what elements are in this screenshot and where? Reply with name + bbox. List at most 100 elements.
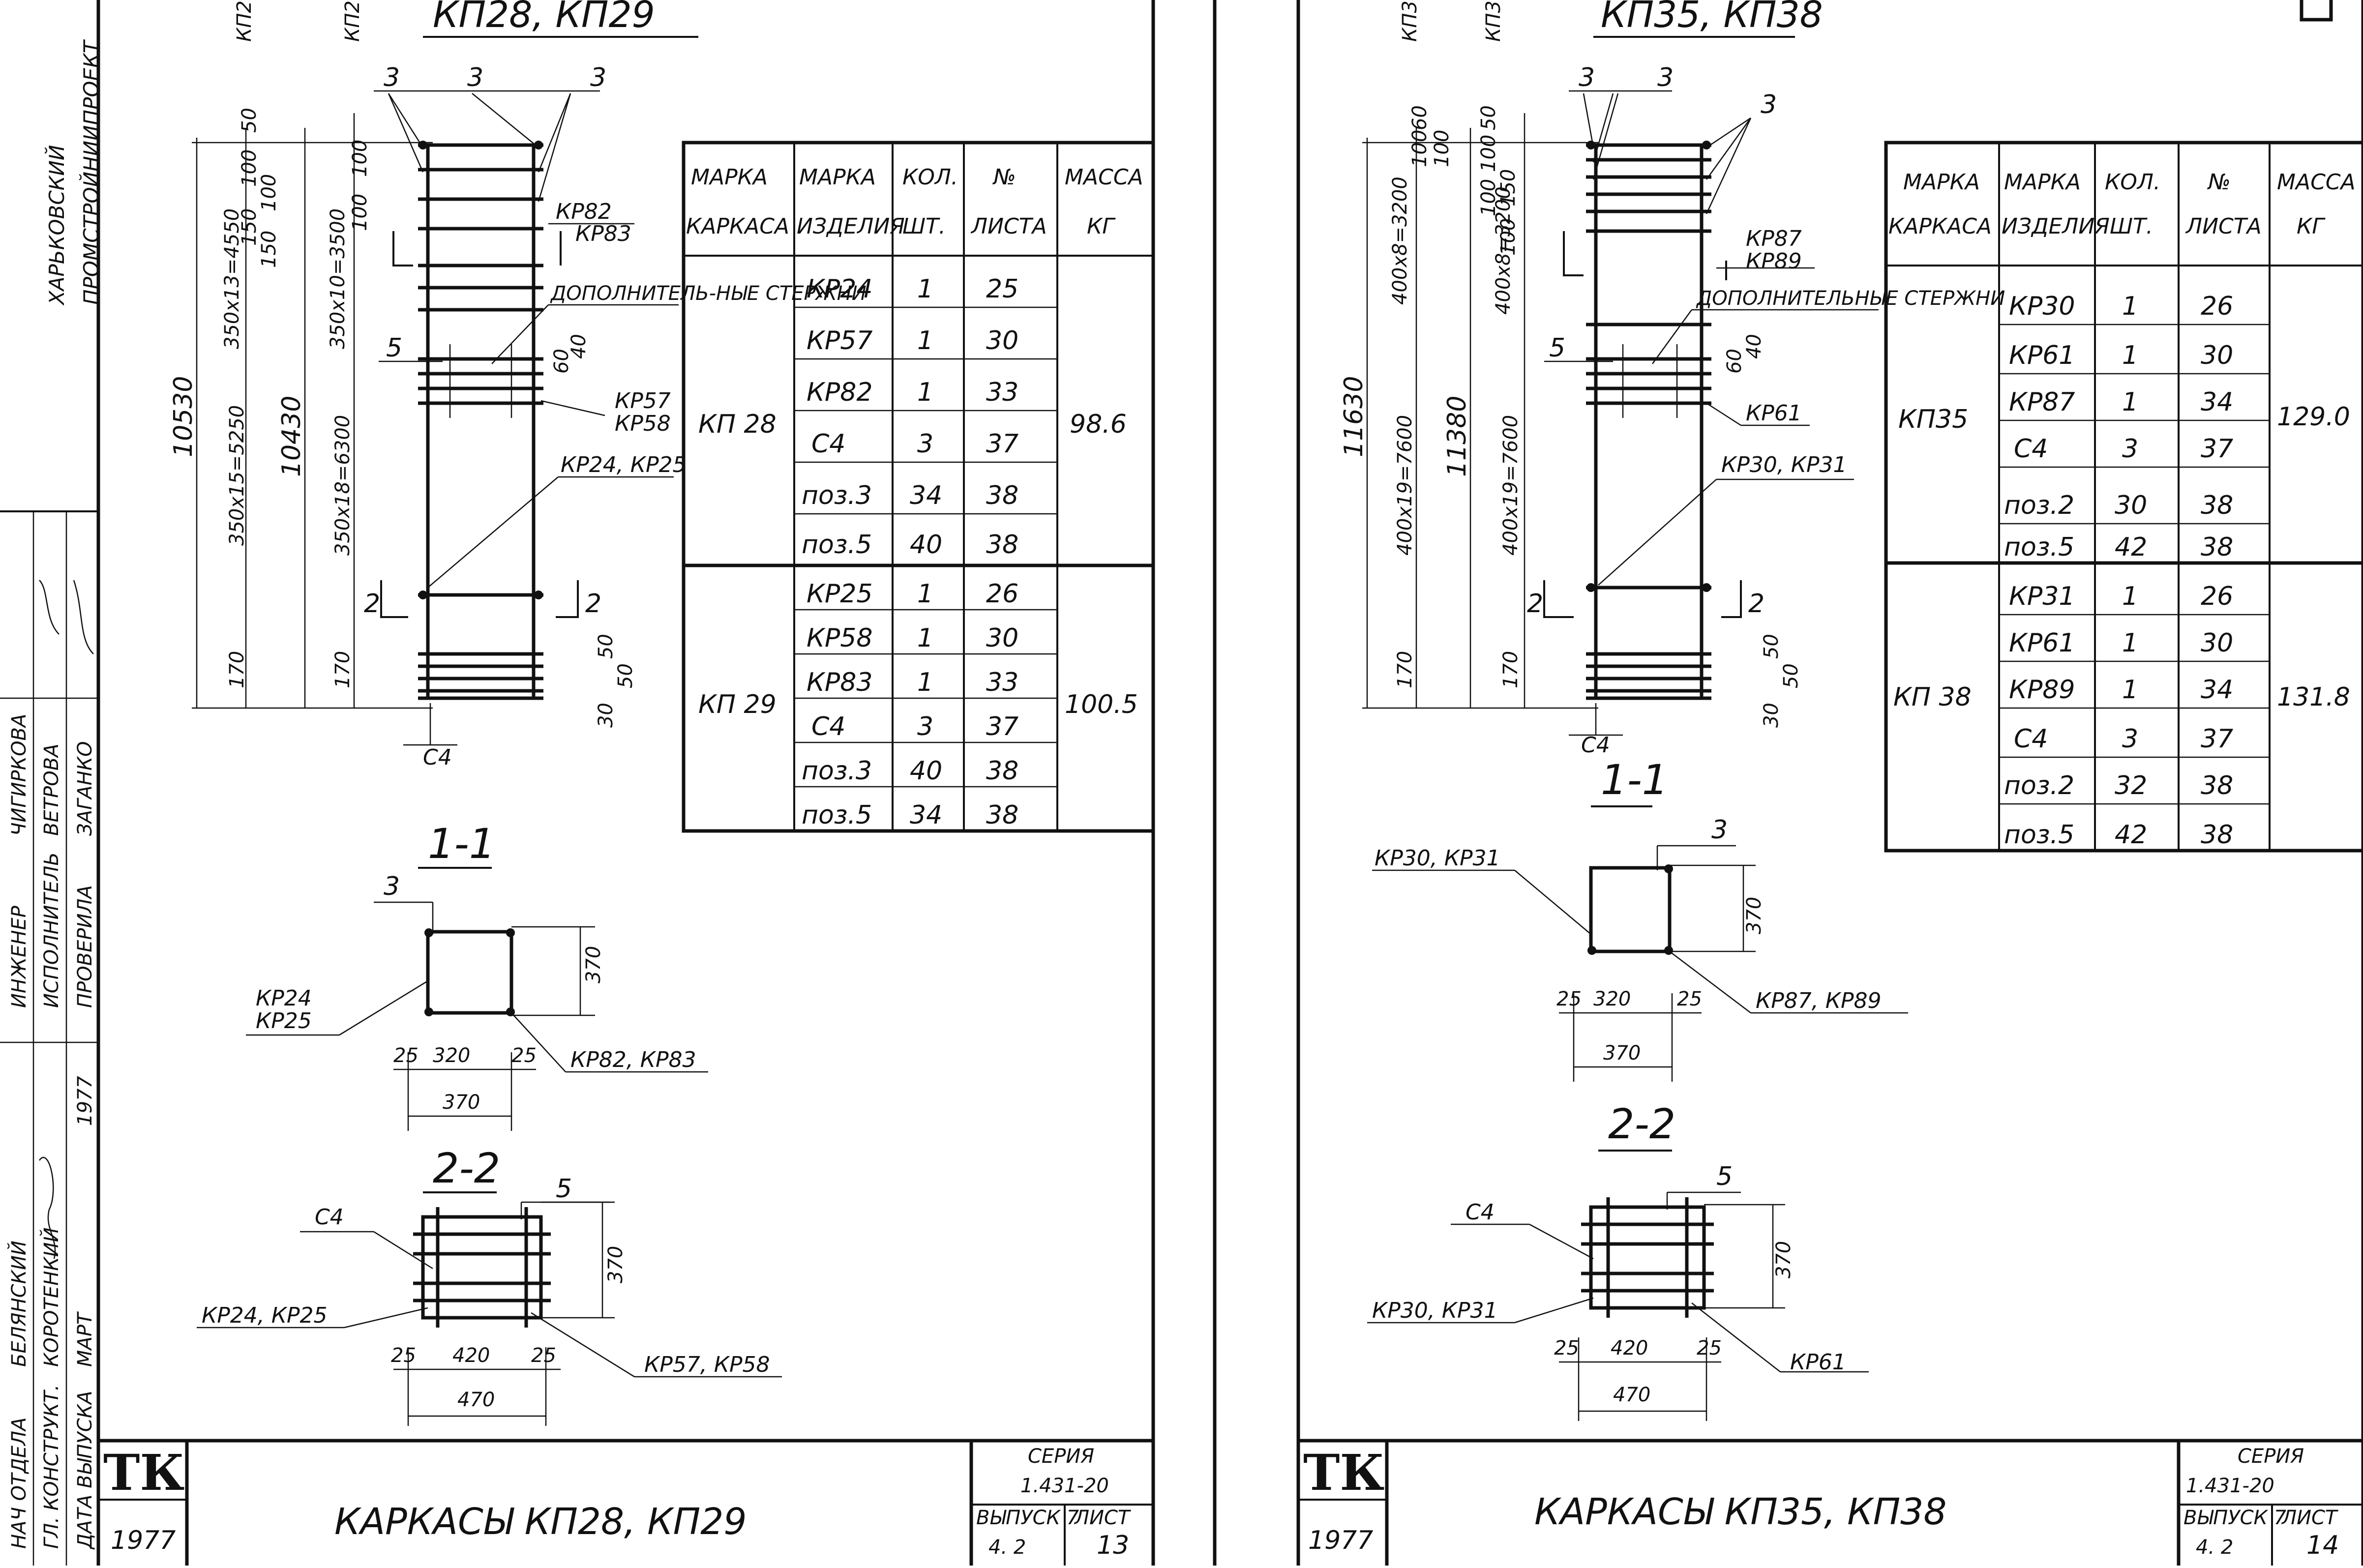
dim: 50 — [1760, 634, 1783, 659]
label-kr61: КР61 — [1746, 401, 1802, 426]
table-header: МАРКА — [691, 165, 768, 190]
table-cell: 37 — [986, 712, 1018, 741]
table-cell: поз.5 — [2004, 533, 2074, 562]
dim: 25 — [393, 1044, 419, 1067]
section-mark-2 — [1543, 580, 1574, 618]
table-cell: поз.5 — [802, 800, 872, 830]
tag: КП34 — [1399, 0, 1421, 42]
frame-mark: КП 38 — [1893, 682, 1972, 712]
table-header: ИЗДЕЛИЯ — [2002, 214, 2110, 239]
frame-mass: 129.0 — [2277, 402, 2350, 432]
section-mark: 3 — [384, 872, 400, 901]
frame-mass: 100.5 — [1065, 690, 1138, 719]
table-cell: 25 — [986, 274, 1018, 304]
table-cell: 30 — [986, 326, 1018, 355]
table-cell: 26 — [2201, 292, 2233, 321]
table-cell: 1 — [917, 274, 933, 304]
table-cell: 34 — [910, 481, 942, 510]
dim: 100 — [238, 149, 261, 187]
sheet-label: ЛИСТ — [2281, 1507, 2339, 1529]
dim: 25 — [1697, 1337, 1722, 1360]
label-s4: С4 — [423, 745, 452, 770]
callout: 3 — [384, 63, 400, 92]
table-cell: 38 — [986, 800, 1018, 830]
table-cell: 37 — [2201, 724, 2233, 754]
callout: 5 — [386, 333, 402, 363]
series-value: 1.431-20 — [2186, 1475, 2274, 1497]
table-cell: 42 — [2115, 820, 2147, 850]
table-cell: 38 — [2201, 533, 2233, 562]
frame-mark: КП 28 — [698, 410, 777, 439]
dim: 150 — [1497, 169, 1520, 207]
table-cell: С4 — [811, 712, 845, 741]
section-left-label: КР30, КР31 — [1375, 846, 1500, 871]
table-cell: 33 — [986, 668, 1018, 697]
table-cell: 30 — [986, 623, 1018, 653]
table-cell: 33 — [986, 378, 1018, 407]
series-label: СЕРИЯ — [2238, 1445, 2304, 1468]
section-2-2: 2-2 5 370 25 420 25 470 С4 — [197, 1144, 782, 1426]
table-cell: 1 — [917, 378, 933, 407]
table-cell: поз.5 — [802, 530, 872, 560]
table-cell: КР57 — [807, 326, 872, 355]
callout: 3 — [1657, 63, 1674, 92]
table-header: КАРКАСА — [1888, 214, 1992, 239]
table-cell: 1 — [2122, 628, 2138, 658]
table-cell: 32 — [2115, 771, 2147, 800]
label-extra-bars: ДОПОЛНИТЕЛЬ-НЫЕ СТЕРЖНИ — [550, 282, 867, 305]
signature-mark — [38, 1156, 56, 1259]
table-cell: 34 — [910, 800, 942, 830]
table-header: КГ — [2297, 214, 2326, 239]
dim: 170 — [1394, 651, 1416, 688]
frame-mass: 131.8 — [2277, 682, 2350, 712]
tag: КП2 — [341, 0, 364, 42]
frame-elevation-kp28-kp29 — [418, 141, 543, 700]
stamp-name: БЕЛЯНСКИЙ — [7, 1241, 30, 1367]
dim: 50 — [595, 634, 617, 659]
table-cell: КР82 — [807, 378, 872, 407]
section-title: 1-1 — [1601, 756, 1668, 804]
table-header: КГ — [1087, 214, 1116, 239]
dim-total: 11630 — [1339, 376, 1369, 457]
dim: 25 — [1556, 988, 1582, 1010]
section-mark-2 — [1721, 580, 1742, 618]
table-cell: 1 — [2122, 292, 2138, 321]
callout: 5 — [1549, 333, 1565, 363]
spec-table-kp28-kp29: МАРКА КАРКАСА МАРКА ИЗДЕЛИЯ КОЛ. ШТ. № Л… — [682, 141, 1155, 833]
frame-mark: КП35 — [1898, 405, 1968, 434]
org-line-1: ХАРЬКОВСКИЙ — [44, 145, 69, 306]
frame-elevation-kp35-kp38 — [1586, 141, 1711, 700]
stamp-name: ЧИГИРКОВА — [8, 714, 30, 836]
table-cell: 34 — [2201, 675, 2233, 705]
table-header: ШТ. — [2110, 214, 2153, 239]
dim: 420 — [1611, 1337, 1648, 1360]
label-kr82: КР82 — [556, 199, 612, 224]
sheet-14: КП35, КП38 КП34 КП3 — [1213, 0, 2363, 1566]
dim: 470 — [457, 1389, 495, 1411]
section-right-label: КР57, КР58 — [644, 1352, 770, 1377]
dim: 350х15=5250 — [226, 405, 248, 546]
table-cell: 3 — [2122, 724, 2138, 754]
callout: 3 — [467, 63, 483, 92]
section-mark-1 — [392, 231, 413, 266]
stamp-name: КОРОТЕНКИЙ — [39, 1227, 63, 1367]
table-cell: поз.2 — [2004, 771, 2074, 800]
dim: 100 — [1431, 130, 1453, 167]
section-2-2: 2-2 5 370 25 420 25 470 С4 — [1367, 1100, 1869, 1421]
dim: 320 — [1593, 988, 1631, 1010]
table-cell: 1 — [917, 579, 933, 609]
table-header: МАРКА — [2004, 170, 2081, 195]
dim: 400х8=3200 — [1389, 177, 1411, 305]
dim: 25 — [391, 1344, 416, 1367]
table-cell: 38 — [2201, 771, 2233, 800]
stamp-name: ВЕТРОВА — [40, 743, 63, 836]
section-mark: 3 — [1711, 815, 1728, 845]
tag: КП3 — [1482, 0, 1505, 42]
table-header: № — [2207, 170, 2231, 195]
table-header: МАССА — [1065, 165, 1143, 190]
table-cell: С4 — [811, 429, 845, 459]
section-mark-1 — [1563, 231, 1584, 276]
table-header: № — [992, 165, 1016, 190]
table-cell: С4 — [2014, 434, 2048, 464]
